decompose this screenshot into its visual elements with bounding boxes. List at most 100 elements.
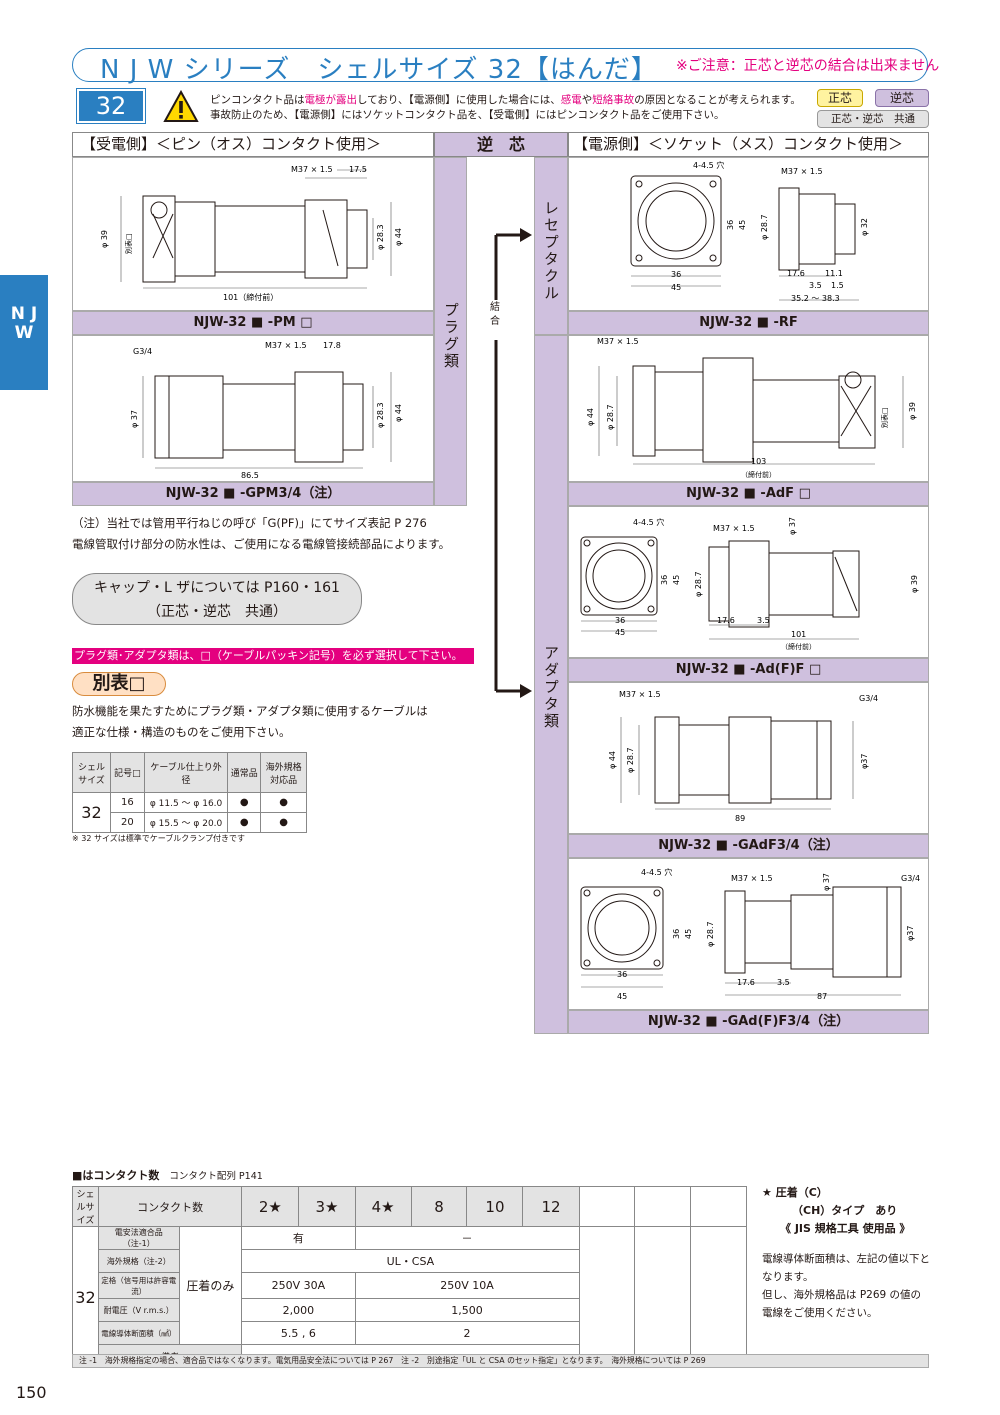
- gpm-drawing: G3/4 M37 × 1.5 17.8 φ 37 φ 28.3 φ 44 86.…: [130, 341, 403, 480]
- rf-dim-45v: 45: [738, 220, 747, 230]
- series-side-tab: N J W: [0, 275, 48, 390]
- gadff-dim-dia37: φ37: [906, 926, 915, 941]
- adff-dim-35: 3.5: [757, 616, 770, 625]
- gpm-dim-dia44: φ 44: [394, 404, 403, 422]
- gpm-dim-dia37: φ 37: [130, 410, 139, 428]
- cell-overseas: ●: [260, 812, 307, 833]
- receptacle-label: レセプタクル: [542, 200, 560, 302]
- contact-shell-size: 32: [72, 1226, 99, 1368]
- rf-dim-45h: 45: [671, 283, 681, 292]
- adff-dim-total: 101: [791, 630, 806, 639]
- plug-strip: [434, 157, 467, 506]
- note-g-pf: （注）当社では管用平行ねじの呼び「G(PF)」にてサイズ表記 P 276: [72, 516, 427, 530]
- cell-code: 16: [109, 792, 145, 813]
- cell-range: φ 15.5 ～ φ 20.0: [143, 812, 229, 833]
- warning-icon: [163, 90, 199, 122]
- adff-dim-dia287: φ 28.7: [694, 571, 703, 597]
- adff-dim-45h: 45: [615, 628, 625, 637]
- count-cell: 3★: [298, 1186, 356, 1227]
- cell-value: 1,500: [354, 1298, 580, 1322]
- gadff-dim-dia287: φ 28.7: [706, 921, 715, 947]
- pm-dim-dia44: φ 44: [394, 228, 403, 246]
- row-label: 海外規格（注-2）: [97, 1249, 180, 1273]
- adff-dim-thread: M37 × 1.5: [713, 524, 755, 533]
- cell-code: 20: [109, 812, 145, 833]
- cap-reference-box: キャップ・L ザについては P160・161 （正芯・逆芯 共通）: [72, 573, 362, 625]
- title-frame: [72, 48, 928, 82]
- gadff-dim-36v: 36: [672, 929, 681, 939]
- adff-dim-dia39: φ 39: [910, 575, 919, 593]
- cap-line2: （正芯・逆芯 共通）: [147, 604, 287, 620]
- drawing-adf: M37 × 1.5 φ 44 φ 28.7 別表□ φ 39 103 （締付前）: [568, 335, 929, 482]
- gpm-dim-total: 86.5: [241, 471, 259, 480]
- caution-note: ※ご注意：正芯と逆芯の結合は出来ません: [676, 58, 940, 74]
- drawing-rf: 4-4.5 穴 M37 × 1.5 36 45 φ 28.7 φ 32 36 4…: [568, 157, 929, 311]
- gadff-dim-holes: 4-4.5 穴: [641, 867, 672, 877]
- rf-dim-dia287: φ 28.7: [760, 214, 769, 240]
- crimp-type-note: ★ 圧着（C） （CH）タイプ あり 《 JIS 規格工具 使用品 》: [762, 1186, 911, 1235]
- pm-dim-table: 別表□: [124, 233, 133, 254]
- row-label: 定格（信号用は許容電流）: [97, 1272, 180, 1299]
- adf-dim-dia39: φ 39: [908, 402, 917, 420]
- caption-pm: NJW-32 ■ -PM □: [72, 311, 434, 335]
- gyakushin-pill: 逆芯: [875, 89, 929, 107]
- cell-overseas: ●: [260, 792, 307, 813]
- gadf-drawing: M37 × 1.5 G3/4 φ 44 φ 28.7 φ37 89: [608, 690, 878, 823]
- row-label: 電線導体断面積（㎟）: [97, 1321, 180, 1345]
- seishin-pill: 正芯: [817, 89, 863, 107]
- adff-dim-note: （締付前）: [781, 642, 816, 651]
- shell-size-badge: 32: [76, 88, 146, 124]
- cable-note-2: 適正な仕様・構造のものをご使用下さい。: [72, 725, 291, 739]
- plug-label: プラグ類: [442, 302, 460, 370]
- warning-text: ピンコンタクト品は電極が露出しており、【電源側】に使用した場合には、感電や短絡事…: [210, 94, 801, 121]
- adf-dim-total: 103: [751, 457, 766, 466]
- th-contact-count: コンタクト数: [97, 1186, 243, 1227]
- count-cell: 12: [522, 1186, 580, 1227]
- adf-drawing: M37 × 1.5 φ 44 φ 28.7 別表□ φ 39 103 （締付前）: [586, 337, 917, 479]
- drawing-gadf: M37 × 1.5 G3/4 φ 44 φ 28.7 φ37 89: [568, 682, 929, 834]
- table-row: 32 電安法適合品（注-1） 圧着のみ 有 －: [72, 1226, 747, 1368]
- cell-value: 2: [354, 1321, 580, 1345]
- gadf-dim-g34: G3/4: [859, 694, 878, 703]
- cell-range: φ 11.5 ～ φ 16.0: [143, 792, 229, 813]
- left-column-header: 【受電側】＜ピン（オス）コンタクト使用＞: [72, 132, 434, 157]
- cable-note-1: 防水機能を果たすためにプラグ類・アダプタ類に使用するケーブルは: [72, 704, 428, 718]
- gadff-dim-176: 17.6: [737, 978, 755, 987]
- th-normal: 通常品: [227, 752, 262, 793]
- adf-dim-dia287: φ 28.7: [606, 404, 615, 430]
- pm-dim-thread: M37 × 1.5: [291, 165, 333, 174]
- row-label: 耐電圧（V r.m.s.）: [97, 1298, 180, 1322]
- cable-table-footnote: ※ 32 サイズは標準でケーブルクランプ付きです: [72, 834, 246, 843]
- right-column-header: 【電源側】＜ソケット（メス）コンタクト使用＞: [568, 132, 929, 157]
- rf-dim-range: 35.2 ～ 38.3: [791, 294, 840, 303]
- rf-dim-36h: 36: [671, 270, 681, 279]
- gadf-dim-dia44: φ 44: [608, 751, 617, 769]
- gadff-dim-dia37top: φ 37: [822, 873, 831, 891]
- gadff-dim-45v: 45: [684, 929, 693, 939]
- gadff-drawing: 4-4.5 穴 M37 × 1.5 φ 37 G3/4 36 45 φ 28.7…: [580, 867, 920, 1001]
- page-title: N J W シリーズ シェルサイズ 32【はんだ】: [100, 55, 658, 85]
- gadff-dim-36h: 36: [617, 970, 627, 979]
- adff-dim-176: 17.6: [717, 616, 735, 625]
- caption-adf: NJW-32 ■ -AdF □: [568, 482, 929, 506]
- caption-gpm: NJW-32 ■ -GPM3/4（注）: [72, 482, 434, 506]
- caption-gadff: NJW-32 ■ -GAd(F)F3/4（注）: [568, 1010, 929, 1034]
- adf-dim-dia44: φ 44: [586, 408, 595, 426]
- cell-value: －: [354, 1226, 580, 1250]
- gadff-dim-35: 3.5: [777, 978, 790, 987]
- table-row: 20 φ 15.5 ～ φ 20.0 ● ●: [73, 812, 307, 833]
- cell-value: UL・CSA: [241, 1249, 580, 1273]
- gpm-dim-g34: G3/4: [133, 347, 152, 356]
- count-cell: 4★: [354, 1186, 412, 1227]
- gadf-dim-dia287: φ 28.7: [626, 747, 635, 773]
- gadff-dim-total: 87: [817, 992, 827, 1001]
- gadff-dim-g34: G3/4: [901, 874, 920, 883]
- drawing-gadff: 4-4.5 穴 M37 × 1.5 φ 37 G3/4 36 45 φ 28.7…: [568, 858, 929, 1010]
- drawing-adff: 4-4.5 穴 M37 × 1.5 φ 37 36 45 φ 28.7 φ 39…: [568, 506, 929, 658]
- cell-normal: ●: [227, 812, 262, 833]
- adff-dim-45v: 45: [672, 575, 681, 585]
- adff-dim-36v: 36: [660, 575, 669, 585]
- gadf-dim-dia37: φ37: [860, 754, 869, 769]
- contact-table: シェルサイズ コンタクト数 2★ 3★ 4★ 8 10 12 32 電安法適合品…: [72, 1186, 747, 1368]
- gpm-dim-dia283: φ 28.3: [376, 402, 385, 428]
